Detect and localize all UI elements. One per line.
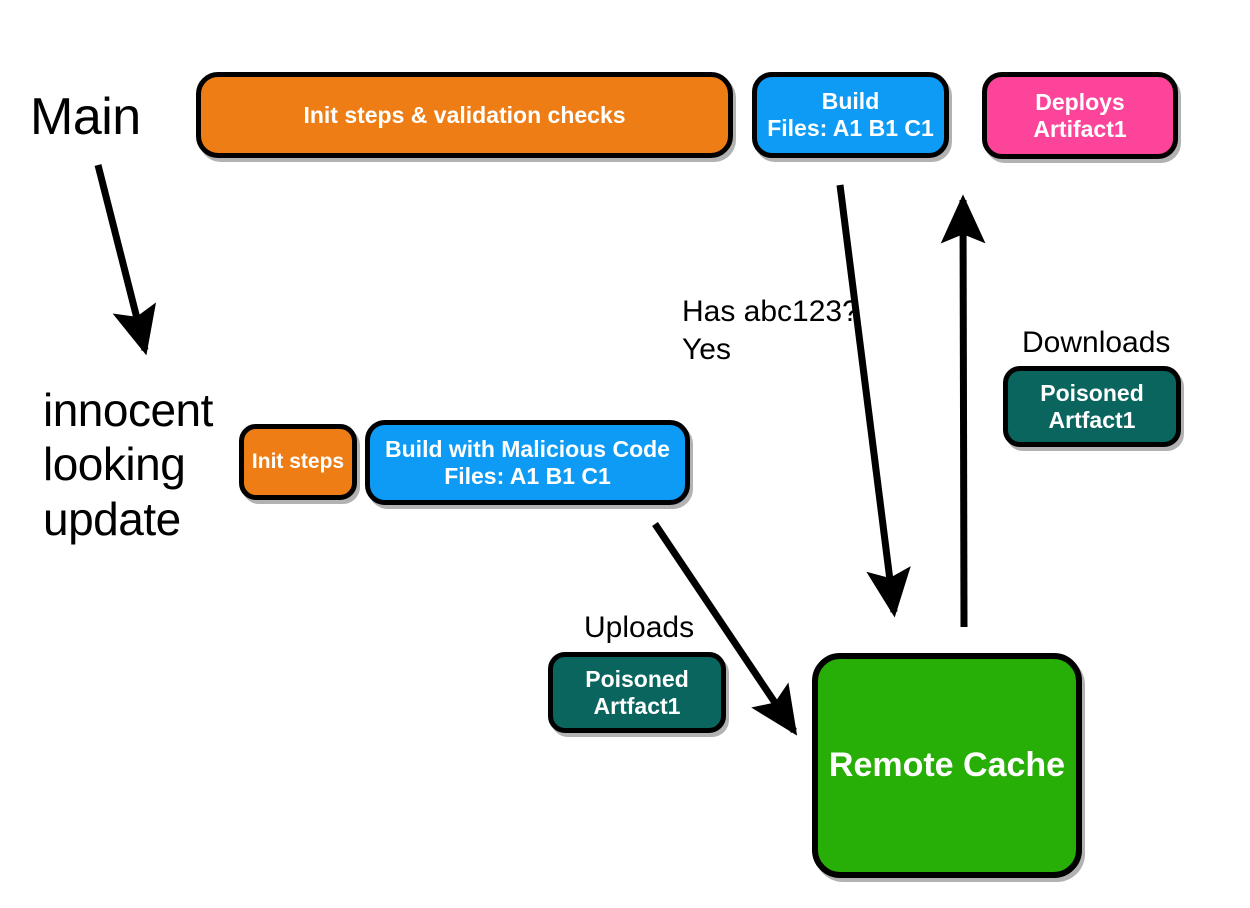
node-build-with-malicious-code[interactable]: Build with Malicious Code Files: A1 B1 C… [365,420,690,505]
node-init-steps[interactable]: Init steps [239,424,357,500]
arrow-main-to-update [94,164,157,356]
downloads-label: Downloads [1022,326,1171,359]
cache-query-label: Has abc123? Yes [682,295,859,366]
node-init-steps-validation-checks[interactable]: Init steps & validation checks [196,72,733,158]
uploads-label: Uploads [584,611,695,644]
node-deploys-artifact[interactable]: Deploys Artifact1 [982,72,1178,159]
arrow-cache-to-deploys [940,194,986,628]
branch-label-feature: innocent looking update [43,384,213,545]
arrow-build-to-cache [836,184,911,618]
node-poisoned-artifact-upload[interactable]: Poisoned Artfact1 [548,652,726,733]
node-build-main[interactable]: Build Files: A1 B1 C1 [752,72,949,158]
node-poisoned-artifact-download[interactable]: Poisoned Artfact1 [1003,366,1181,447]
node-remote-cache[interactable]: Remote Cache [812,653,1082,878]
branch-label-main: Main [30,88,141,146]
